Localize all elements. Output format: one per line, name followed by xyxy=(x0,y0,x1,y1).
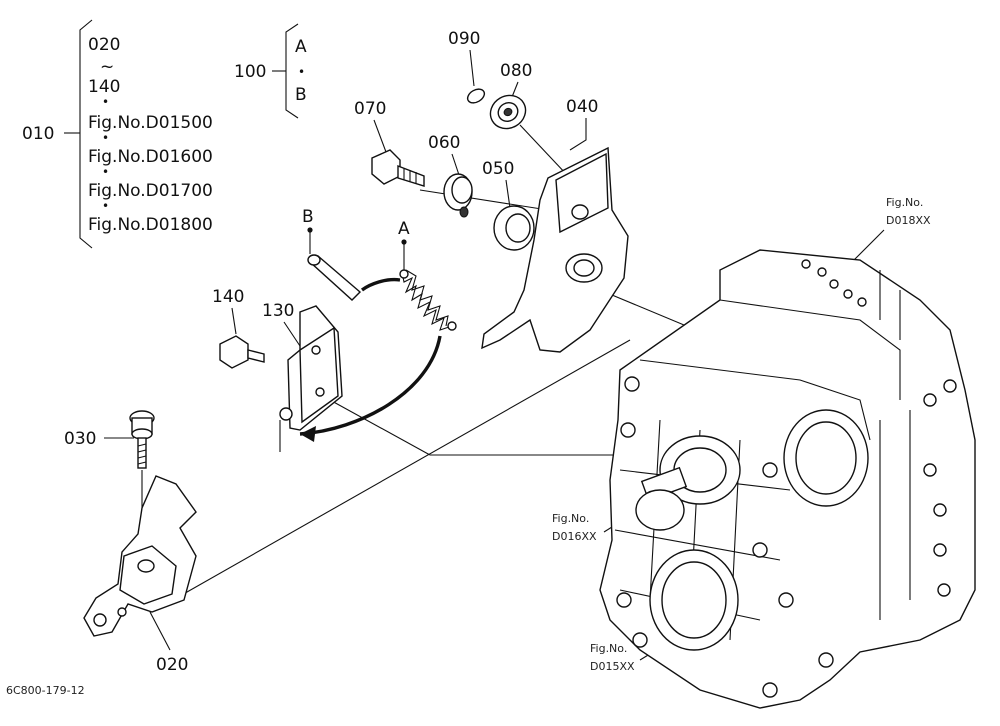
marker-a-label: A xyxy=(398,219,410,239)
label-040: 040 xyxy=(566,97,598,117)
group-010-item-6: • xyxy=(102,131,109,145)
group-100-legend: 100 A • B xyxy=(234,23,307,119)
group-010-item-8: • xyxy=(102,165,109,179)
label-090: 090 xyxy=(448,29,480,49)
group-100-number: 100 xyxy=(234,62,266,82)
pin-b xyxy=(307,254,362,301)
spring-a xyxy=(399,269,457,331)
drawing-code: 6C800-179-12 xyxy=(6,684,85,697)
bolt-030 xyxy=(129,410,155,469)
group-100-item-3: B xyxy=(295,85,307,105)
group-010-item-2: ~ xyxy=(100,57,114,77)
group-100-item-1: A xyxy=(295,37,307,57)
group-010-item-4: • xyxy=(102,95,109,109)
group-010-item-9: Fig.No.D01700 xyxy=(88,181,213,201)
lever-020 xyxy=(83,475,197,637)
marker-b-label: B xyxy=(302,207,314,227)
label-140: 140 xyxy=(212,287,244,307)
transmission-case xyxy=(599,249,976,709)
bolt-070 xyxy=(371,149,425,187)
label-020: 020 xyxy=(156,655,188,675)
group-010-item-11: Fig.No.D01800 xyxy=(88,215,213,235)
group-010-legend: 010 020 ~ 140 • Fig.No.D01500 • Fig.No.D… xyxy=(22,19,213,249)
label-050: 050 xyxy=(482,159,514,179)
group-010-item-1: 020 xyxy=(88,35,120,55)
group-010-item-10: • xyxy=(102,199,109,213)
snap-ring-090 xyxy=(466,88,486,104)
ref-d018-line1: Fig.No. xyxy=(886,196,923,209)
group-010-number: 010 xyxy=(22,124,54,144)
bracket-130 xyxy=(279,305,343,452)
group-010-item-3: 140 xyxy=(88,77,120,97)
label-070: 070 xyxy=(354,99,386,119)
ref-d016-line1: Fig.No. xyxy=(552,512,589,525)
group-010-item-5: Fig.No.D01500 xyxy=(88,113,213,133)
ref-d018-line2: D018XX xyxy=(886,214,931,227)
ref-d015-line1: Fig.No. xyxy=(590,642,627,655)
label-080: 080 xyxy=(500,61,532,81)
assembly-arrows xyxy=(299,277,442,442)
group-010-item-7: Fig.No.D01600 xyxy=(88,147,213,167)
group-100-item-2: • xyxy=(298,65,305,79)
connection-markers: A B xyxy=(302,207,410,270)
figure-references: Fig.No. D018XX Fig.No. D016XX Fig.No. D0… xyxy=(552,196,931,673)
label-060: 060 xyxy=(428,133,460,153)
collar-060 xyxy=(443,173,473,218)
label-130: 130 xyxy=(262,301,294,321)
ref-d015-line2: D015XX xyxy=(590,660,635,673)
bolt-140 xyxy=(219,335,265,369)
ref-d016-line2: D016XX xyxy=(552,530,597,543)
bushing-050 xyxy=(493,205,535,251)
lever-040 xyxy=(481,146,629,353)
label-030: 030 xyxy=(64,429,96,449)
bearing-080 xyxy=(489,94,527,130)
